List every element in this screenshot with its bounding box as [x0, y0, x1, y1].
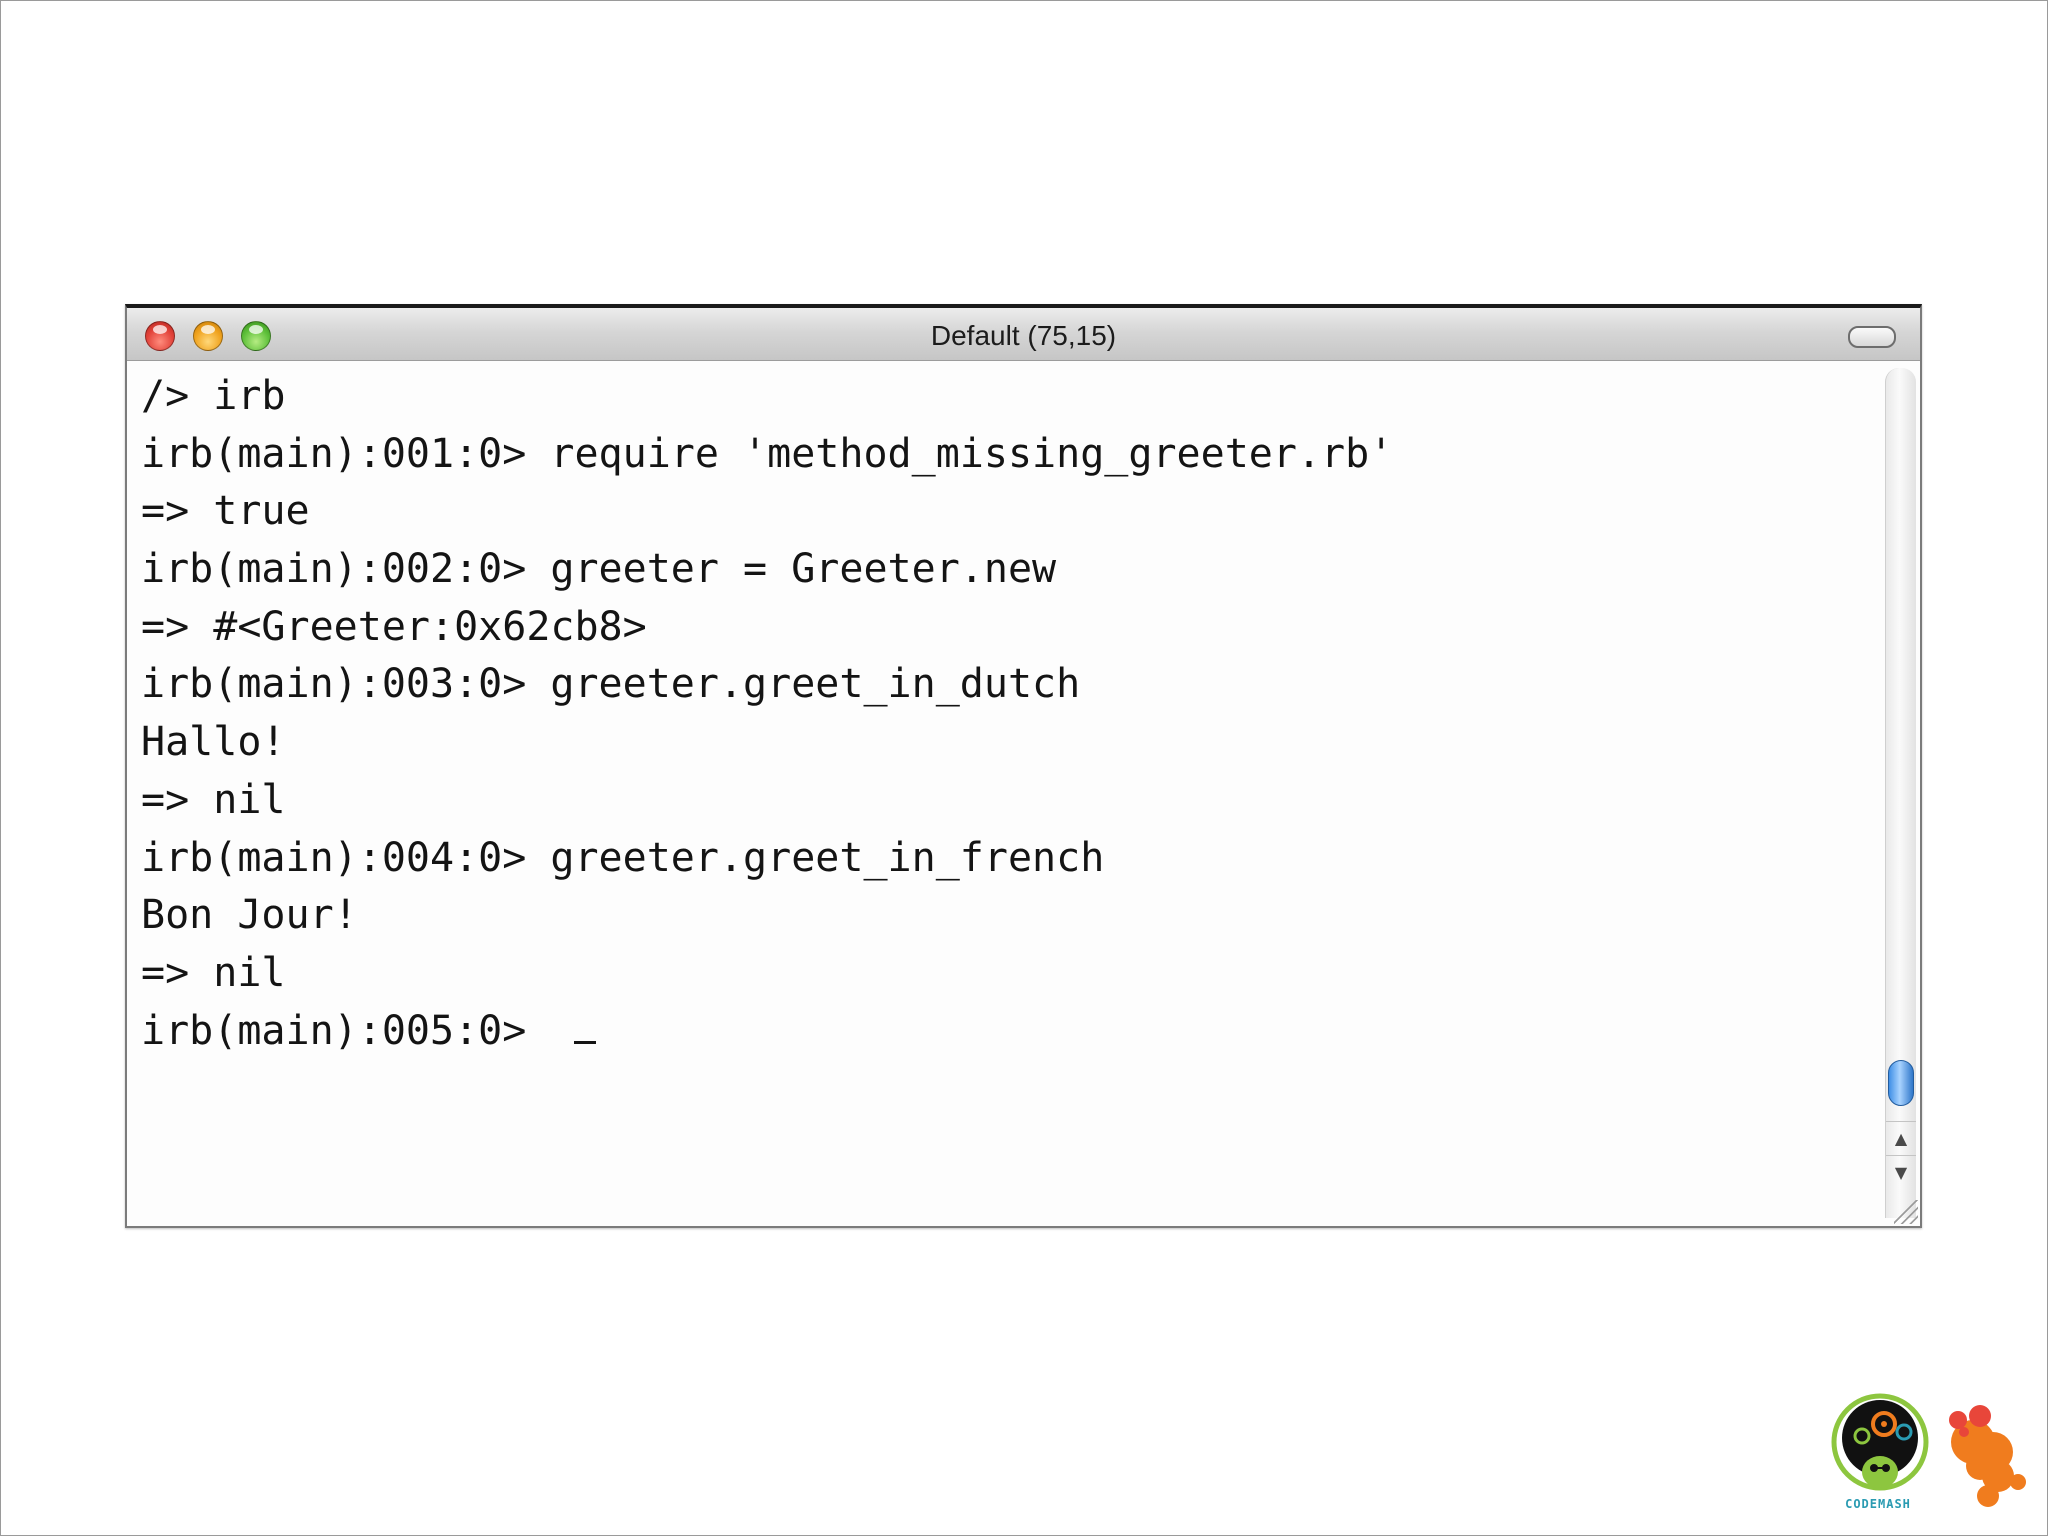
- text-cursor: [574, 1040, 597, 1044]
- logo-text: CODEMASH: [1845, 1497, 1911, 1511]
- terminal-line: irb(main):002:0> greeter = Greeter.new: [141, 546, 1057, 593]
- logo-face: [1862, 1456, 1898, 1488]
- toolbar-toggle-button[interactable]: [1848, 326, 1896, 348]
- terminal-line: Bon Jour!: [141, 892, 358, 939]
- terminal-line: irb(main):004:0> greeter.greet_in_french: [141, 834, 1105, 881]
- terminal-line: /> irb: [141, 373, 286, 419]
- window-titlebar[interactable]: Default (75,15): [127, 308, 1920, 361]
- zoom-button[interactable]: [241, 321, 271, 351]
- resize-grip-icon[interactable]: [1894, 1200, 1918, 1224]
- gear-icon: [1871, 1411, 1897, 1437]
- terminal-line: Hallo!: [141, 719, 286, 766]
- minimize-button[interactable]: [193, 321, 223, 351]
- terminal-line: => true: [141, 488, 310, 535]
- terminal-line: => nil: [141, 776, 286, 823]
- gear-icon: [1895, 1423, 1913, 1441]
- terminal-line: irb(main):003:0> greeter.greet_in_dutch: [141, 661, 1081, 708]
- terminal-prompt: irb(main):005:0>: [141, 1007, 551, 1054]
- logo-head: [1842, 1400, 1918, 1476]
- vertical-scrollbar[interactable]: ▲ ▼: [1885, 368, 1916, 1218]
- terminal-line: irb(main):001:0> require 'method_missing…: [141, 430, 1394, 477]
- up-arrow-icon[interactable]: ▲: [1886, 1121, 1916, 1156]
- gear-icon: [1853, 1427, 1871, 1445]
- terminal-line: => #<Greeter:0x62cb8>: [141, 603, 647, 650]
- terminal-window: Default (75,15) /> irb irb(main):001:0> …: [125, 304, 1922, 1228]
- window-title: Default (75,15): [930, 320, 1117, 351]
- codemash-logo: [1831, 1393, 2026, 1507]
- terminal-output[interactable]: /> irb irb(main):001:0> require 'method_…: [141, 368, 1872, 1216]
- close-button[interactable]: [145, 321, 175, 351]
- terminal-prompt-line[interactable]: irb(main):005:0>: [141, 1003, 1872, 1061]
- down-arrow-icon[interactable]: ▼: [1886, 1155, 1916, 1190]
- scroll-thumb[interactable]: [1888, 1060, 1914, 1106]
- terminal-line: => nil: [141, 949, 286, 996]
